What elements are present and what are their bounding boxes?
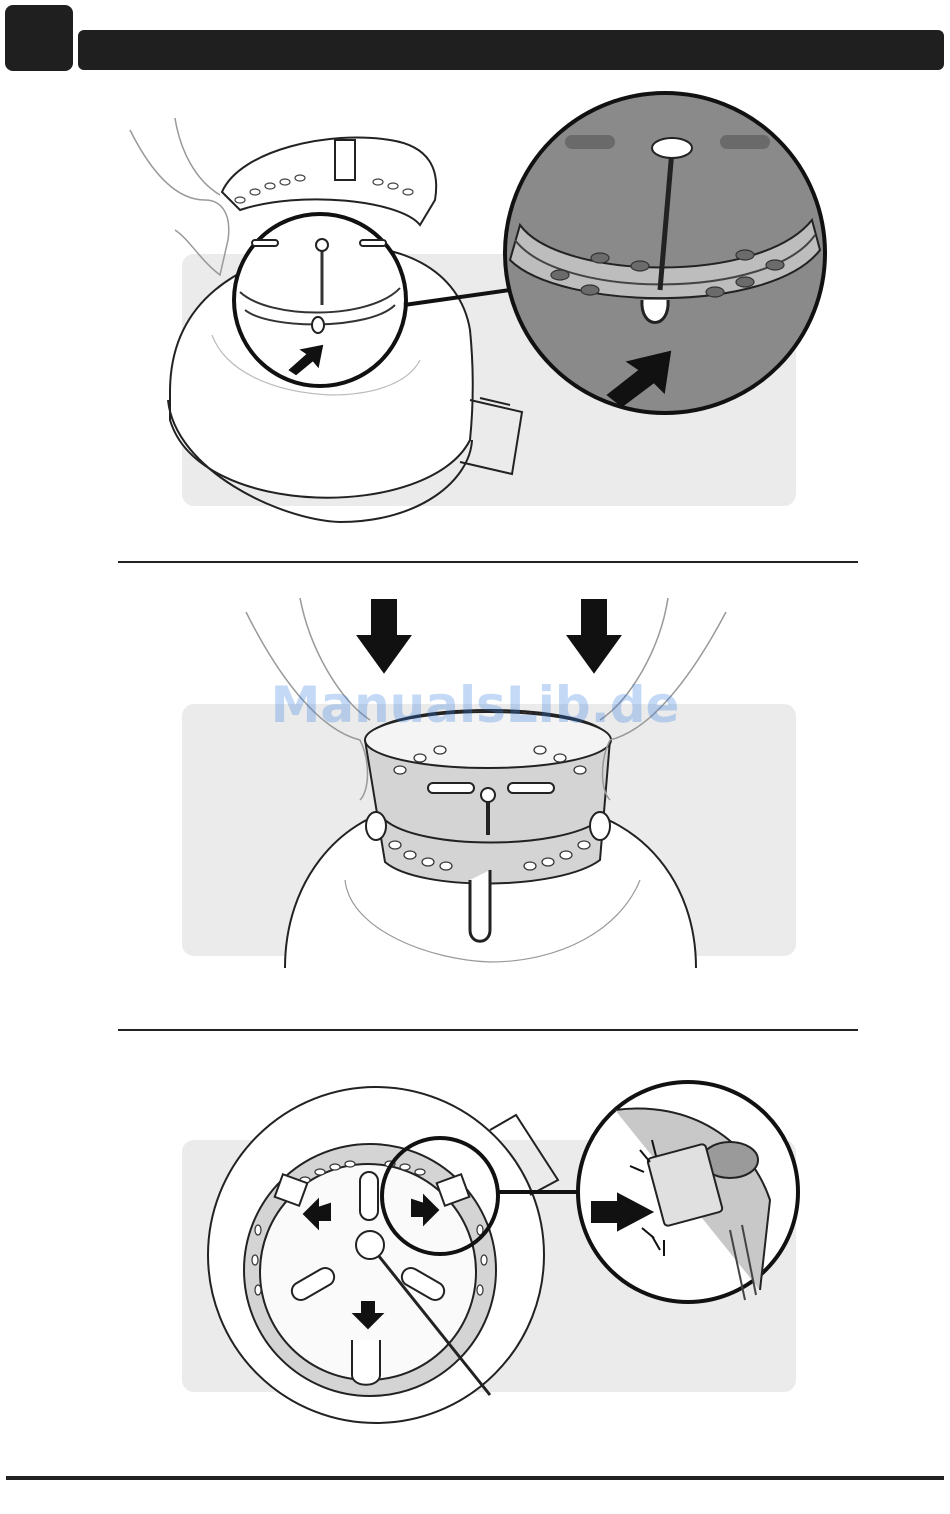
watermark: ManualsLib.de	[0, 676, 950, 734]
step-lock-tabs	[208, 1082, 798, 1423]
arrow-down-icon	[568, 600, 620, 672]
step-insert-basket	[130, 93, 825, 522]
arrow-down-icon	[358, 600, 410, 672]
hand-icon	[130, 130, 229, 275]
step-press-down	[246, 598, 726, 968]
